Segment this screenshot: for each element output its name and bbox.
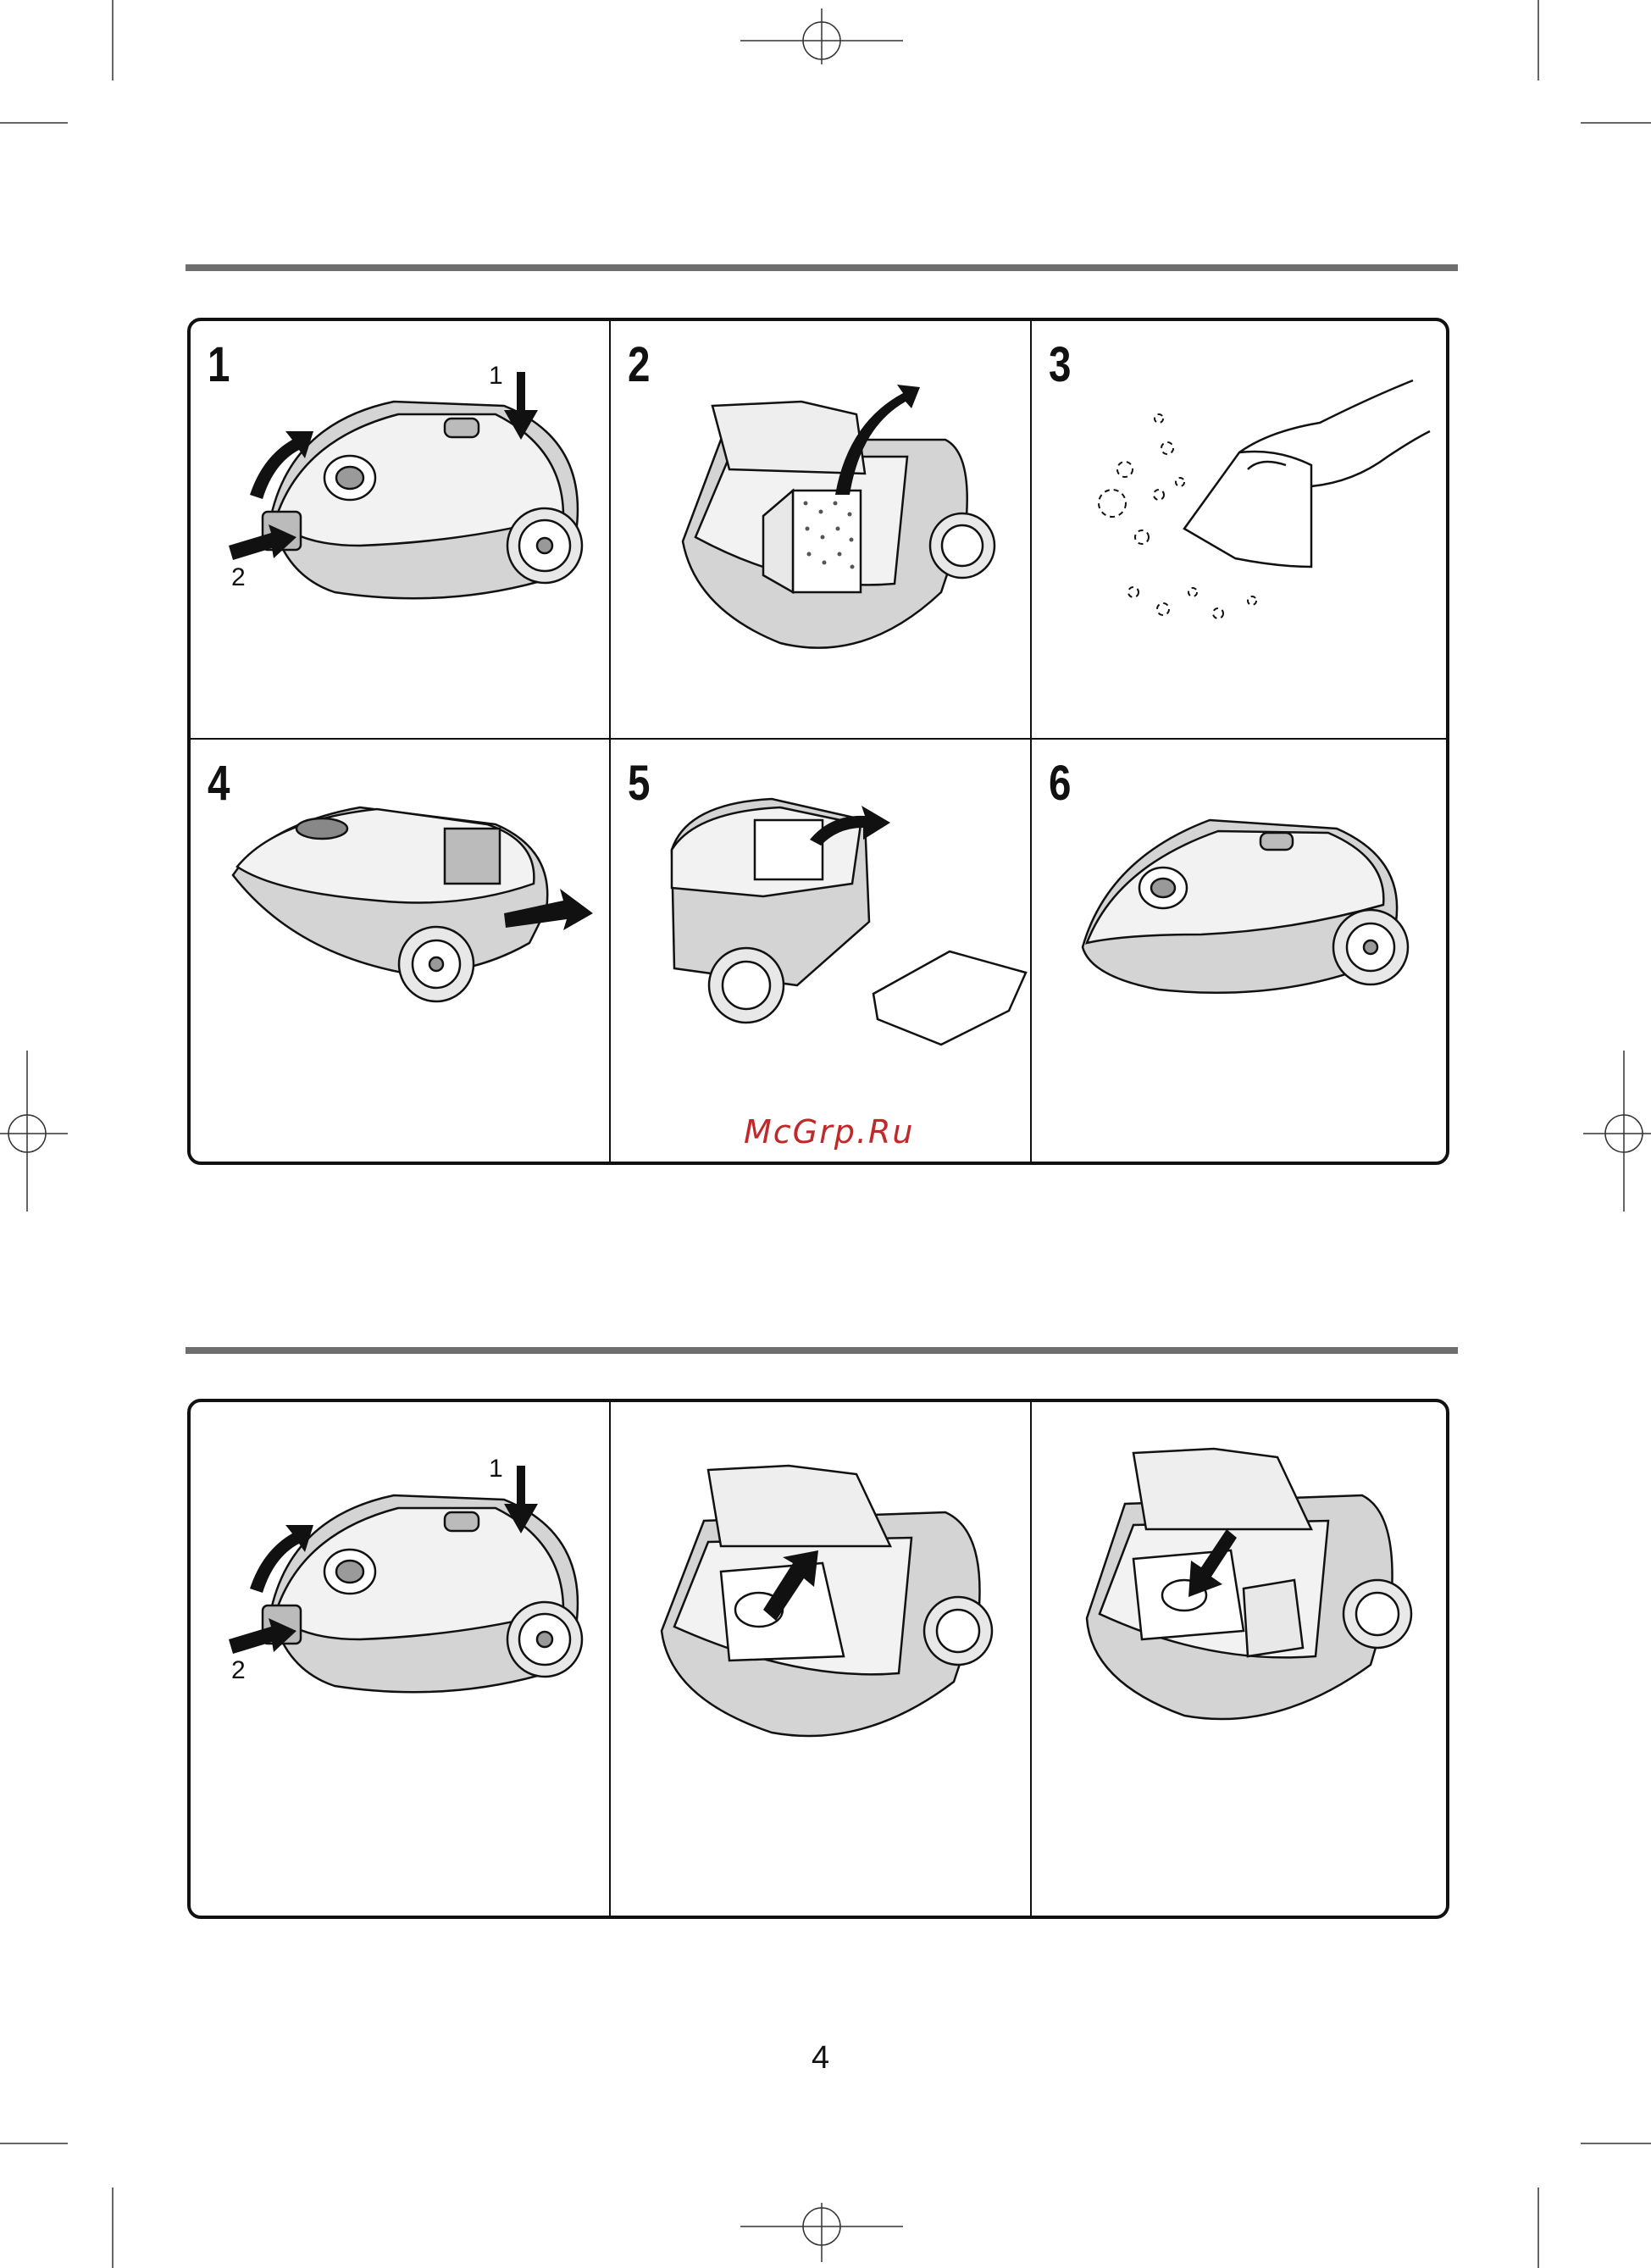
bag-step-2-panel [611,1402,1032,1916]
vacuum-open-lid-illustration [191,321,611,740]
step-6-panel: 6 [1032,740,1446,1162]
section-1-rule [186,264,1458,271]
section-2-steps-grid: 1 2 [187,1399,1449,1919]
step-1-panel: 1 1 2 [191,321,611,740]
step-4-panel: 4 [191,740,611,1162]
vacuum-closed-illustration [1032,740,1446,1165]
step-5-panel: 5 [611,740,1032,1162]
section-1-steps-grid: 1 1 2 2 [187,318,1449,1165]
step-2-panel: 2 [611,321,1032,740]
step-3-panel: 3 [1032,321,1446,740]
watermark: McGrp.Ru [744,1113,914,1151]
bag-step-3-panel [1032,1402,1446,1916]
vacuum-rear-filter-illustration [191,740,611,1165]
vacuum-open-lid-illustration [191,1402,611,1916]
insert-dust-bag-illustration [1032,1402,1446,1916]
bag-step-1-panel: 1 2 [191,1402,611,1916]
page-number: 4 [812,2040,829,2077]
remove-dust-bag-illustration [611,1402,1032,1916]
remove-dust-container-illustration [611,321,1032,740]
remove-exhaust-filter-illustration [611,740,1032,1165]
section-2-rule [186,1347,1458,1354]
empty-dust-illustration [1032,321,1446,740]
